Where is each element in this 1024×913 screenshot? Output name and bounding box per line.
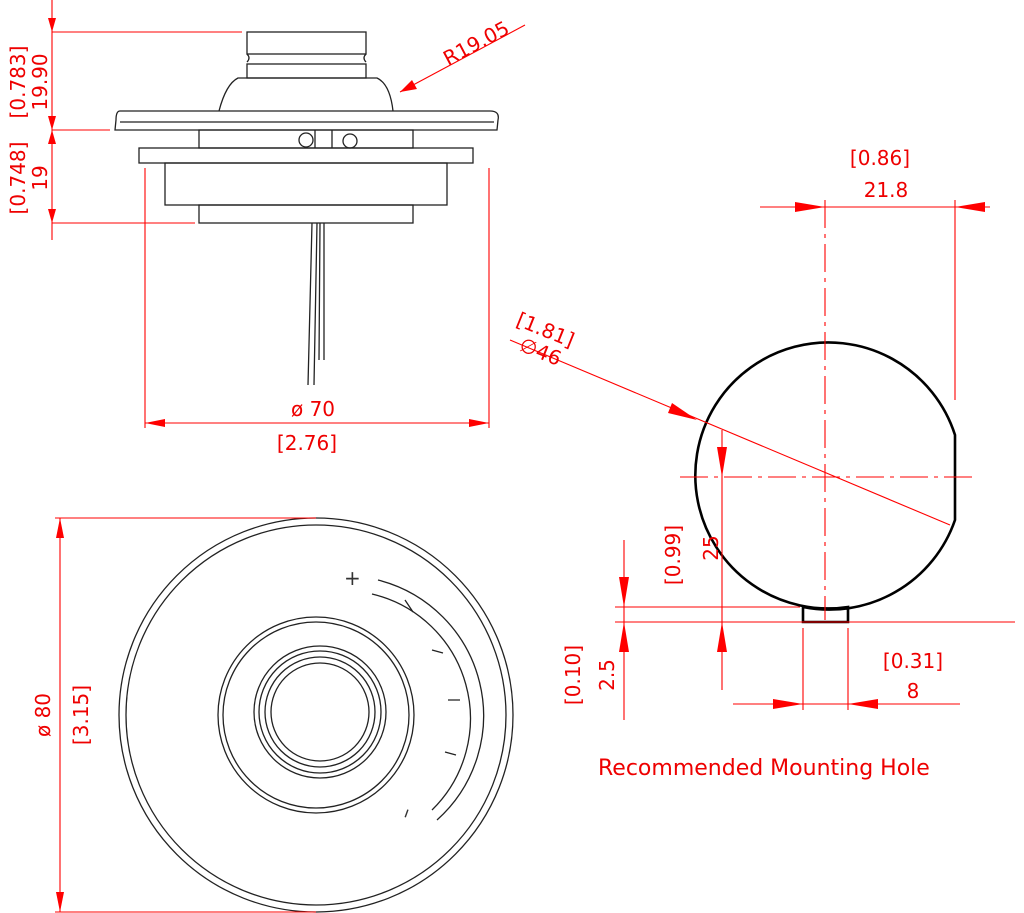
center-mm-label: 25 — [699, 535, 723, 560]
slot-depth-mm-label: 2.5 — [595, 659, 619, 691]
mounting-hole-dimensions: [0.86] 21.8 [1.81] ∅46 [0.99] 25 [0.10] … — [509, 146, 1015, 781]
slot-width-inch-label: [0.31] — [883, 649, 943, 673]
flat-inch-label: [0.86] — [850, 146, 910, 170]
diameter-80-inch-label: [3.15] — [69, 685, 93, 745]
slot-depth-inch-label: [0.10] — [561, 645, 585, 705]
plus-label: + — [344, 566, 361, 590]
top-view-dimensions: ø 80 [3.15] — [31, 517, 316, 913]
diameter-80-label: ø 80 — [31, 693, 55, 737]
flat-mm-label: 21.8 — [864, 178, 909, 202]
height-top-mm-label: 19.90 — [28, 53, 52, 110]
diameter-70-label: ø 70 — [291, 397, 335, 421]
slot-width-mm-label: 8 — [907, 679, 920, 703]
height-bottom-mm-label: 19 — [28, 165, 52, 190]
mounting-hole-title: Recommended Mounting Hole — [598, 756, 930, 781]
minus-label: – — [392, 804, 418, 822]
side-view — [114, 31, 499, 386]
height-top-inch-label: [0.783] — [6, 46, 30, 119]
side-view-dimensions: [0.783] 19.90 [0.748] 19 R19.05 ø 70 [2.… — [6, 0, 526, 455]
height-bottom-inch-label: [0.748] — [6, 142, 30, 215]
diameter-inch-label: [2.76] — [277, 431, 337, 455]
top-view: + – — [118, 517, 514, 913]
radius-label: R19.05 — [439, 16, 513, 71]
center-inch-label: [0.99] — [661, 525, 685, 585]
mounting-hole — [680, 200, 975, 624]
